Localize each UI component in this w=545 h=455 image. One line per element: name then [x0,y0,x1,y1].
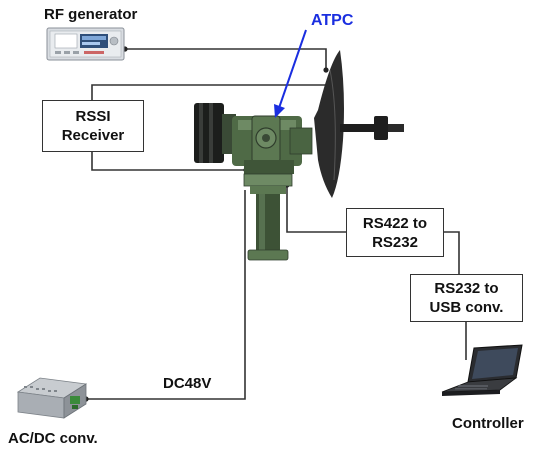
dc48v-label: DC48V [163,375,212,392]
rs232-line2: USB conv. [429,299,504,316]
antenna-positioner-icon [194,50,404,261]
laptop-icon [441,344,523,396]
wire-rssi-top [91,84,327,100]
atpc-label: ATPC [311,12,354,29]
wire-rf-to-antenna [125,48,327,70]
rs422-line1: RS422 to [362,214,428,232]
rs232-line1: RS232 to [434,280,499,297]
rf-generator-icon [46,27,125,61]
rf-generator-label: RF generator [44,6,138,23]
rssi-line1: RSSI [75,108,111,125]
wire-antenna-to-rs422 [286,185,346,233]
rssi-line2: Receiver [61,127,125,144]
rs422-line2: RS232 [372,233,418,251]
terminal-dot [323,67,329,73]
wire-rs422-to-rs232 [444,231,460,274]
rs422-converter-box: RS422 to RS232 [346,208,444,257]
connection-wires [86,48,467,400]
rssi-receiver-box: RSSI Receiver [42,100,144,152]
acdc-label: AC/DC conv. [8,430,98,447]
atpc-arrow [274,29,307,118]
controller-label: Controller [452,415,524,432]
power-supply-icon [16,377,88,419]
usb-converter-box: RS232 to USB conv. [410,274,523,322]
wire-dc48v [86,190,246,400]
wire-rssi-bottom [91,152,246,171]
